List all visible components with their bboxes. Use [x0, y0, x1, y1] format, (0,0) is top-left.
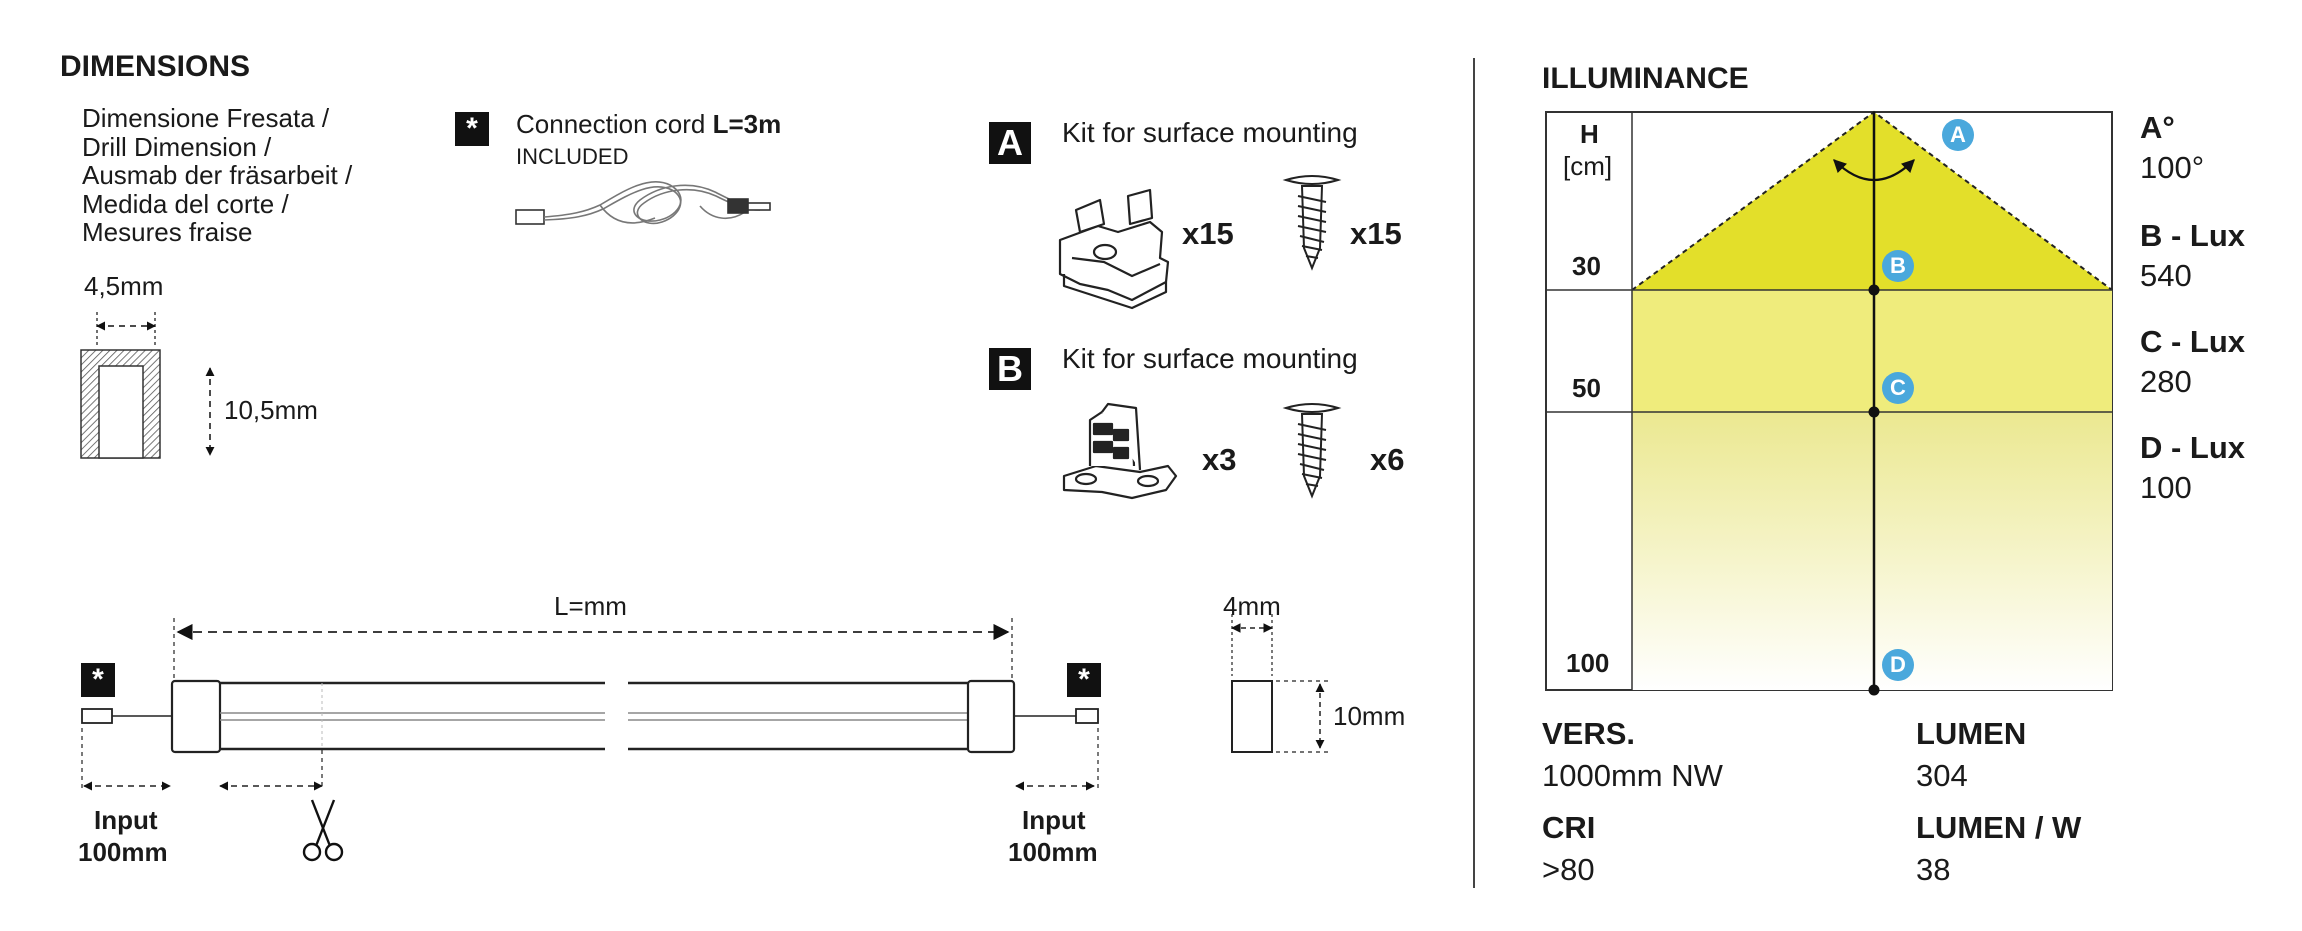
lux-c-label: C - Lux	[2140, 324, 2246, 359]
row-label-100: 100	[1566, 648, 1610, 678]
angle-label: A°	[2140, 110, 2175, 145]
row-label-50: 50	[1572, 373, 1601, 403]
profile-width-label: 4mm	[1223, 591, 1281, 621]
kit-a-clip-qty: x15	[1182, 216, 1234, 251]
connection-cord-graphic	[515, 180, 771, 225]
vers-value: 1000mm NW	[1542, 758, 1723, 793]
dimensions-title: DIMENSIONS	[60, 50, 251, 83]
scissors-icon	[302, 799, 344, 862]
profile-height-label: 10mm	[1333, 701, 1406, 731]
cri-value: >80	[1542, 852, 1595, 887]
lux-c-value: 280	[2140, 364, 2192, 399]
point-d-label: D	[1890, 652, 1906, 677]
left-asterisk-badge: *	[81, 663, 115, 697]
drill-width-label: 4,5mm	[84, 271, 164, 301]
lux-d-label: D - Lux	[2140, 430, 2246, 465]
input-right-label-2: 100mm	[1008, 837, 1098, 867]
lux-b-value: 540	[2140, 258, 2192, 293]
lux-d-value: 100	[2140, 470, 2192, 505]
point-a-marker	[1942, 119, 1974, 151]
kit-a-clip-icon	[1058, 188, 1170, 310]
vers-label: VERS.	[1542, 716, 1636, 751]
kit-a-screw-icon	[1282, 175, 1342, 271]
row-label-30: 30	[1572, 251, 1601, 281]
input-right-label-1: Input	[1022, 805, 1086, 835]
point-b-marker	[1882, 250, 1914, 282]
illuminance-chart	[1545, 110, 2113, 696]
lumen-value: 304	[1916, 758, 1968, 793]
kit-b-clip-qty: x3	[1202, 442, 1237, 477]
input-left-label-1: Input	[94, 805, 158, 835]
cord-label-prefix: Connection cord	[516, 109, 713, 139]
drill-section-graphic	[80, 312, 215, 459]
kit-a-badge: A	[989, 122, 1031, 164]
kit-a-screw-qty: x15	[1350, 216, 1402, 251]
drill-line-1: Dimensione Fresata /	[82, 103, 330, 133]
cord-asterisk-badge: *	[455, 112, 489, 146]
cord-label: Connection cord L=3m	[516, 109, 782, 140]
kit-b-badge: B	[989, 348, 1031, 390]
drill-dimension-text: Dimensione Fresata / Drill Dimension / A…	[82, 104, 352, 247]
lumen-w-value: 38	[1916, 852, 1951, 887]
height-axis-label: H	[1580, 119, 1599, 149]
lumen-label: LUMEN	[1916, 716, 2027, 751]
drill-line-5: Mesures fraise	[82, 217, 253, 248]
kit-b-clip-icon	[1062, 402, 1178, 500]
point-c-marker	[1882, 372, 1914, 404]
cri-label: CRI	[1542, 810, 1596, 845]
led-profile-graphic	[81, 618, 1099, 791]
input-left-label-2: 100mm	[78, 837, 168, 867]
height-unit-label: [cm]	[1563, 151, 1613, 181]
kit-a-label: Kit for surface mounting	[1062, 117, 1358, 148]
right-asterisk-badge: *	[1067, 663, 1101, 697]
drill-line-2: Drill Dimension /	[82, 131, 272, 162]
lux-b-label: B - Lux	[2140, 218, 2246, 253]
kit-b-label: Kit for surface mounting	[1062, 343, 1358, 374]
point-a-label: A	[1950, 122, 1966, 147]
drill-line-4: Medida del corte /	[82, 188, 289, 219]
point-b-label: B	[1890, 253, 1906, 278]
cord-included: INCLUDED	[516, 144, 629, 169]
kit-b-screw-icon	[1282, 403, 1342, 499]
profile-length-label: L=mm	[554, 591, 627, 621]
lumen-w-label: LUMEN / W	[1916, 810, 2082, 845]
point-d-marker	[1882, 649, 1914, 681]
cord-label-length: L=3m	[712, 109, 782, 139]
kit-b-screw-qty: x6	[1370, 442, 1405, 477]
drill-line-3: Ausmab der fräsarbeit /	[82, 160, 353, 191]
point-c-label: C	[1890, 375, 1906, 400]
illuminance-title: ILLUMINANCE	[1542, 62, 1749, 95]
angle-value: 100°	[2140, 150, 2205, 185]
drill-height-label: 10,5mm	[224, 395, 318, 425]
profile-section-graphic	[1231, 614, 1330, 753]
